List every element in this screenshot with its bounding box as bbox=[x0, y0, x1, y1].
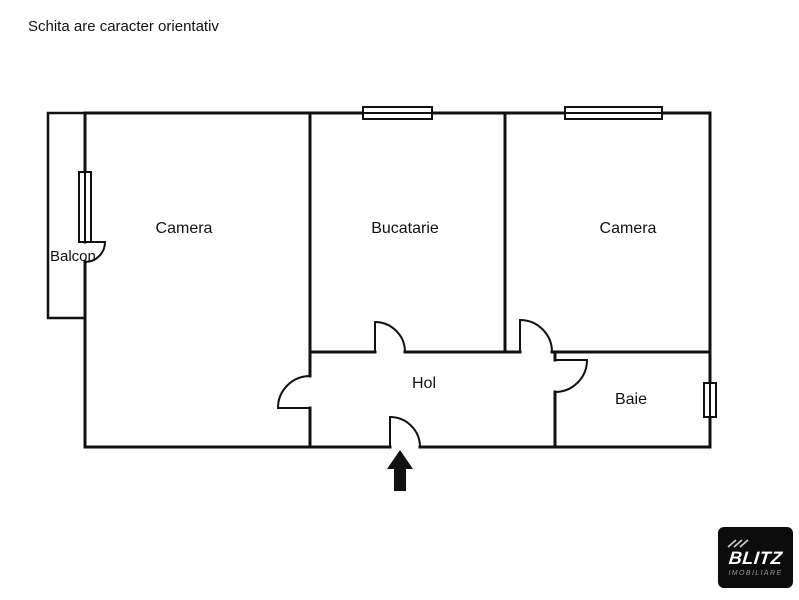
camera-right-door-arc bbox=[519, 318, 554, 354]
interior-walls bbox=[308, 111, 712, 449]
room-labels: Camera Bucatarie Camera Hol Baie Balcon bbox=[50, 220, 657, 408]
brand-logo: BLITZ IMOBILIARE bbox=[718, 527, 793, 588]
baie-door-arc bbox=[553, 359, 589, 394]
balcony-door-arc bbox=[83, 241, 107, 264]
room-label-camera-left: Camera bbox=[156, 220, 213, 237]
camera-left-door-arc bbox=[276, 374, 312, 409]
room-label-balcon: Balcon bbox=[50, 248, 96, 265]
window-balcony bbox=[78, 171, 92, 243]
doors bbox=[83, 241, 589, 449]
logo-brand-text: BLITZ bbox=[727, 547, 784, 568]
window-camera-right bbox=[564, 106, 663, 120]
balcony-walls bbox=[46, 111, 87, 320]
window-bucatarie bbox=[362, 106, 433, 120]
logo-stripes-icon bbox=[727, 538, 749, 548]
room-label-baie: Baie bbox=[615, 391, 647, 408]
room-label-bucatarie: Bucatarie bbox=[371, 220, 439, 237]
entrance-arrow-icon bbox=[387, 450, 413, 491]
disclaimer-text: Schita are caracter orientativ bbox=[28, 18, 219, 35]
bucatarie-door-arc bbox=[374, 320, 407, 354]
windows bbox=[78, 106, 717, 418]
entrance-door-arc bbox=[389, 415, 422, 449]
logo-subtitle-text: IMOBILIARE bbox=[728, 569, 783, 577]
window-baie bbox=[703, 382, 717, 418]
room-label-camera-right: Camera bbox=[600, 220, 657, 237]
room-label-hol: Hol bbox=[412, 375, 436, 392]
